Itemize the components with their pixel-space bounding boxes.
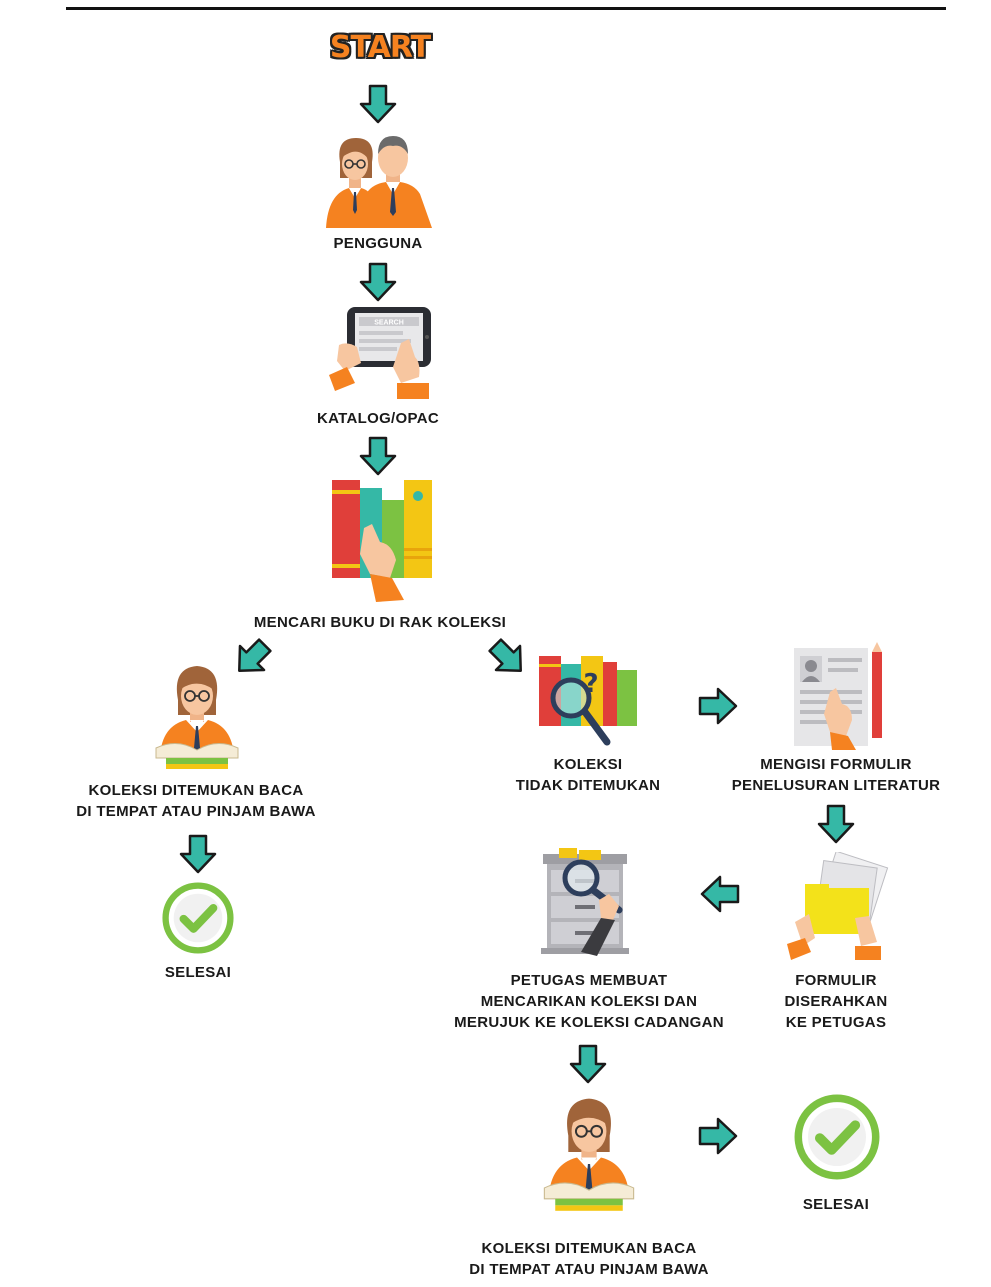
arrow-right-icon — [698, 1116, 738, 1156]
arrow-down-icon — [568, 1044, 608, 1084]
pengguna-label: PENGGUNA — [333, 235, 423, 252]
bookshelf-icon — [332, 480, 432, 602]
selesai-right-label: SELESAI — [802, 1196, 870, 1213]
arrow-down-icon — [358, 262, 398, 302]
librarian-reading-icon — [540, 1092, 638, 1212]
start-label: START — [329, 30, 431, 65]
top-rule — [66, 7, 946, 10]
tidak-ditemukan-label: KOLEKSI TIDAK DITEMUKAN — [515, 756, 661, 794]
ditemukan-left-label: KOLEKSI DITEMUKAN BACA DI TEMPAT ATAU PI… — [76, 782, 316, 820]
petugas-label: PETUGAS MEMBUAT MENCARIKAN KOLEKSI DAN M… — [454, 972, 724, 1031]
tablet-search-icon: SEARCH — [329, 307, 431, 399]
check-icon — [162, 882, 234, 954]
ditemukan-bottom-label: KOLEKSI DITEMUKAN BACA DI TEMPAT ATAU PI… — [469, 1240, 709, 1278]
formulir-diserahkan-label: FORMULIR DISERAHKAN KE PETUGAS — [784, 972, 888, 1031]
librarian-reading-icon — [152, 660, 242, 770]
filing-cabinet-search-icon — [541, 848, 629, 956]
katalog-label: KATALOG/OPAC — [317, 410, 439, 427]
arrow-down-icon — [358, 436, 398, 476]
arrow-down-icon — [178, 834, 218, 874]
arrow-left-icon — [700, 874, 740, 914]
check-icon — [794, 1094, 880, 1180]
books-magnifier-icon: ? — [539, 656, 637, 746]
folder-handover-icon — [787, 852, 889, 960]
arrow-right-icon — [698, 686, 738, 726]
form-pencil-icon — [794, 642, 882, 750]
mencari-label: MENCARI BUKU DI RAK KOLEKSI — [253, 614, 507, 631]
svg-text:SEARCH: SEARCH — [374, 320, 404, 327]
users-icon — [326, 136, 432, 228]
arrow-down-right-icon — [480, 630, 537, 687]
arrow-down-icon — [358, 84, 398, 124]
selesai-left-label: SELESAI — [164, 964, 232, 981]
mengisi-formulir-label: MENGISI FORMULIR PENELUSURAN LITERATUR — [731, 756, 941, 794]
arrow-down-icon — [816, 804, 856, 844]
